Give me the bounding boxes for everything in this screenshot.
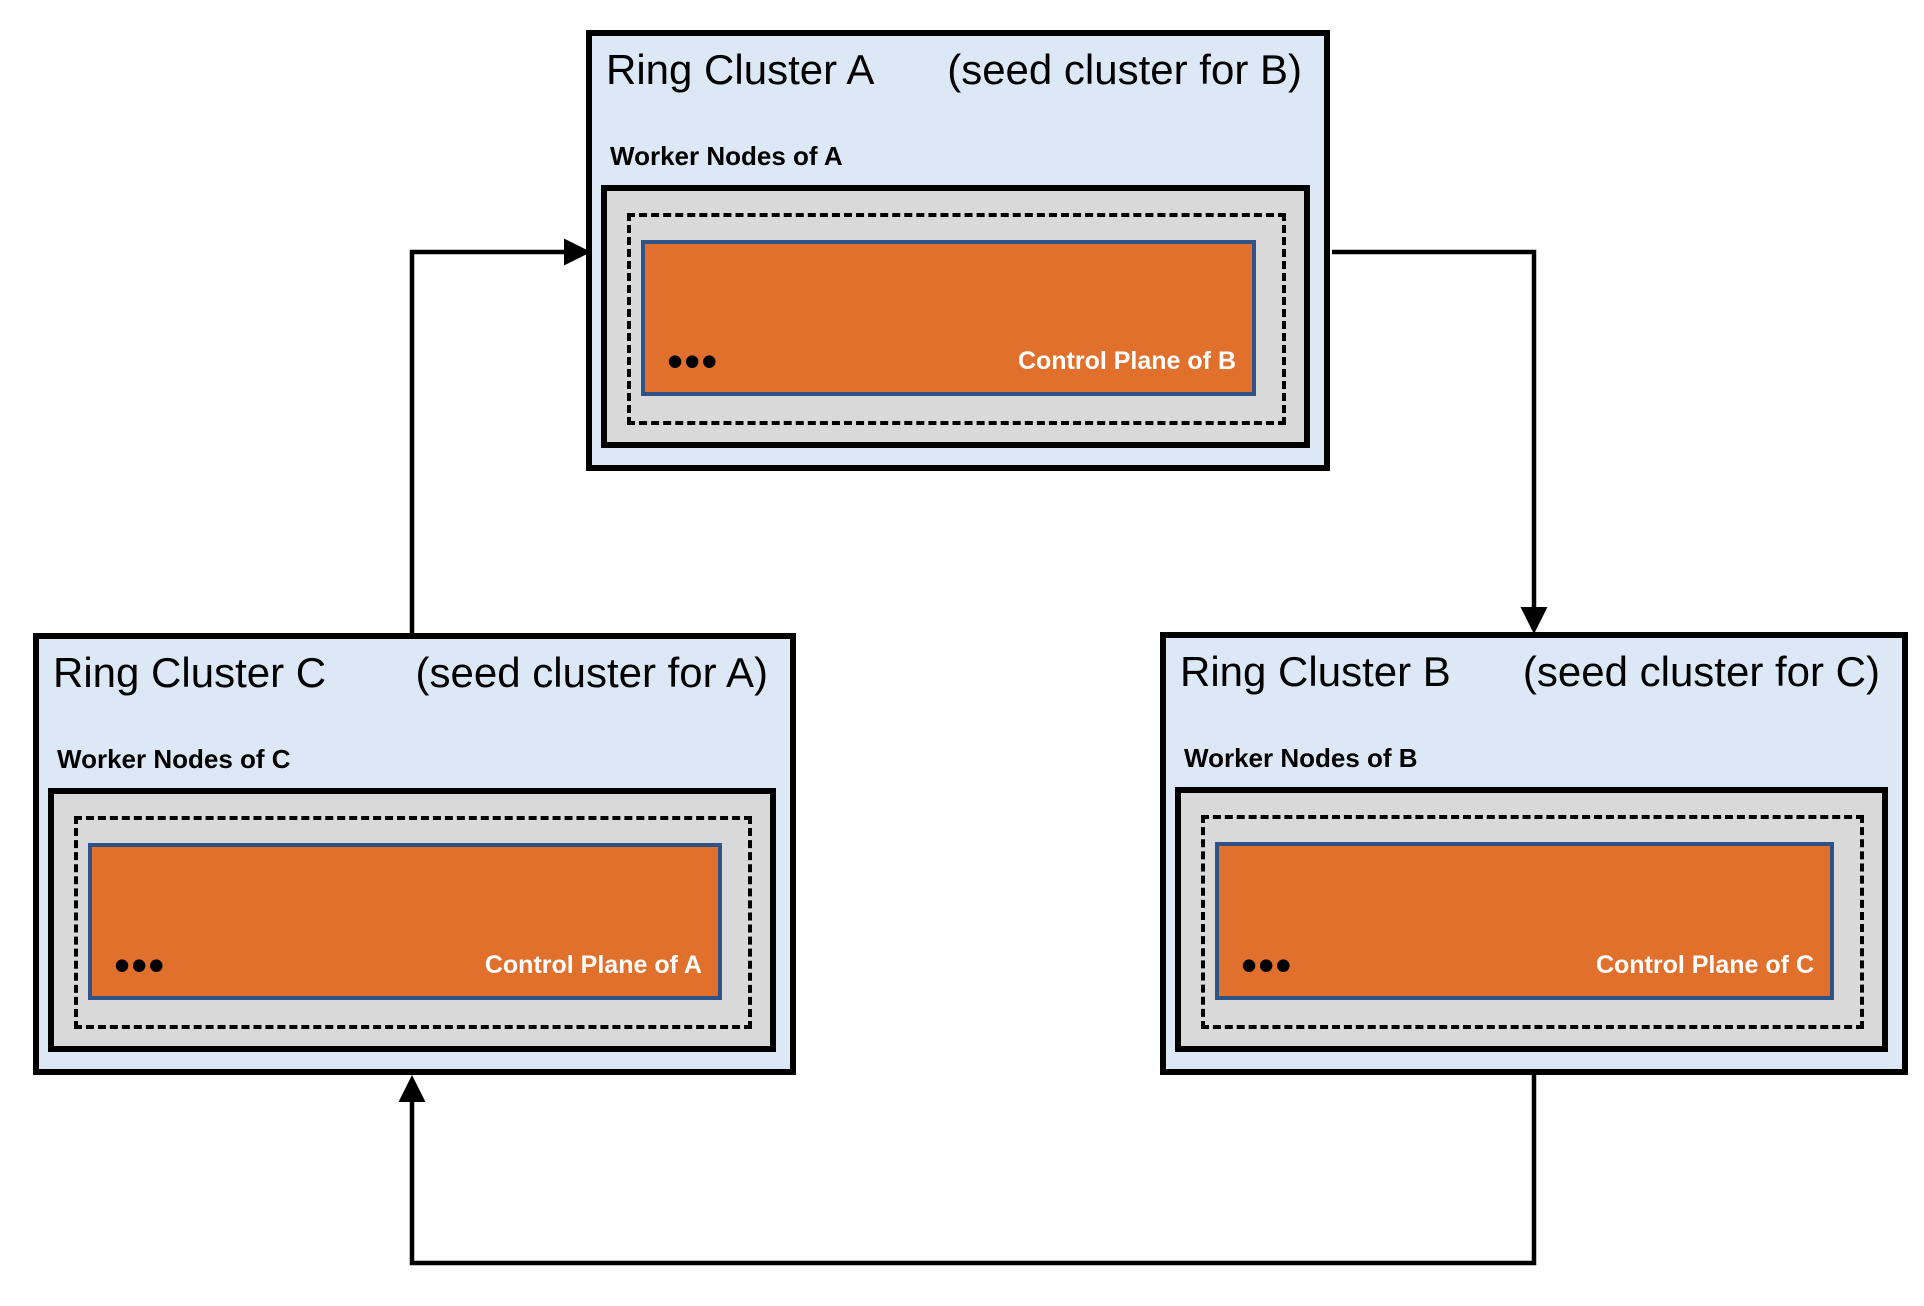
worker-nodes-group-a: ••• Control Plane of B	[601, 185, 1310, 448]
cluster-c-subtitle: (seed cluster for A)	[415, 649, 768, 696]
cluster-box-a: Ring Cluster A (seed cluster for B) Work…	[586, 30, 1330, 471]
control-plane-box-b: ••• Control Plane of B	[641, 240, 1256, 396]
worker-nodes-label-a: Worker Nodes of A	[610, 141, 843, 171]
control-plane-box-a: ••• Control Plane of A	[88, 843, 722, 1000]
cluster-b-subtitle: (seed cluster for C)	[1522, 648, 1880, 695]
control-plane-box-c: ••• Control Plane of C	[1215, 842, 1834, 1000]
cluster-c-title-row: Ring Cluster C (seed cluster for A)	[53, 649, 768, 697]
arrow-a-to-b	[1332, 249, 1548, 634]
ellipsis-dots: •••	[1241, 939, 1293, 991]
worker-nodes-label-b: Worker Nodes of B	[1184, 743, 1418, 773]
control-plane-row: ••• Control Plane of B	[667, 335, 1236, 387]
dashed-boundary-b: ••• Control Plane of C	[1201, 815, 1864, 1029]
cluster-box-b: Ring Cluster B (seed cluster for C) Work…	[1160, 632, 1908, 1075]
dashed-boundary-c: ••• Control Plane of A	[74, 816, 752, 1029]
cluster-b-title: Ring Cluster B	[1180, 648, 1451, 695]
worker-nodes-label-c: Worker Nodes of C	[57, 744, 291, 774]
cluster-b-title-row: Ring Cluster B (seed cluster for C)	[1180, 648, 1880, 696]
ellipsis-dots: •••	[667, 335, 719, 387]
worker-nodes-group-b: ••• Control Plane of C	[1175, 787, 1888, 1052]
control-plane-row: ••• Control Plane of A	[114, 939, 702, 991]
arrow-c-to-a	[409, 238, 591, 633]
arrow-b-to-c	[398, 1075, 1537, 1266]
control-plane-row: ••• Control Plane of C	[1241, 939, 1814, 991]
cluster-a-subtitle: (seed cluster for B)	[947, 46, 1302, 93]
dashed-boundary-a: ••• Control Plane of B	[627, 213, 1286, 425]
control-plane-label-a: Control Plane of A	[484, 950, 702, 979]
cluster-a-title: Ring Cluster A	[606, 46, 875, 93]
control-plane-label-c: Control Plane of C	[1595, 950, 1814, 979]
cluster-a-title-row: Ring Cluster A (seed cluster for B)	[606, 46, 1302, 94]
control-plane-label-b: Control Plane of B	[1017, 346, 1236, 375]
ellipsis-dots: •••	[114, 939, 166, 991]
cluster-box-c: Ring Cluster C (seed cluster for A) Work…	[33, 633, 796, 1075]
worker-nodes-group-c: ••• Control Plane of A	[48, 788, 776, 1052]
cluster-c-title: Ring Cluster C	[53, 649, 327, 696]
